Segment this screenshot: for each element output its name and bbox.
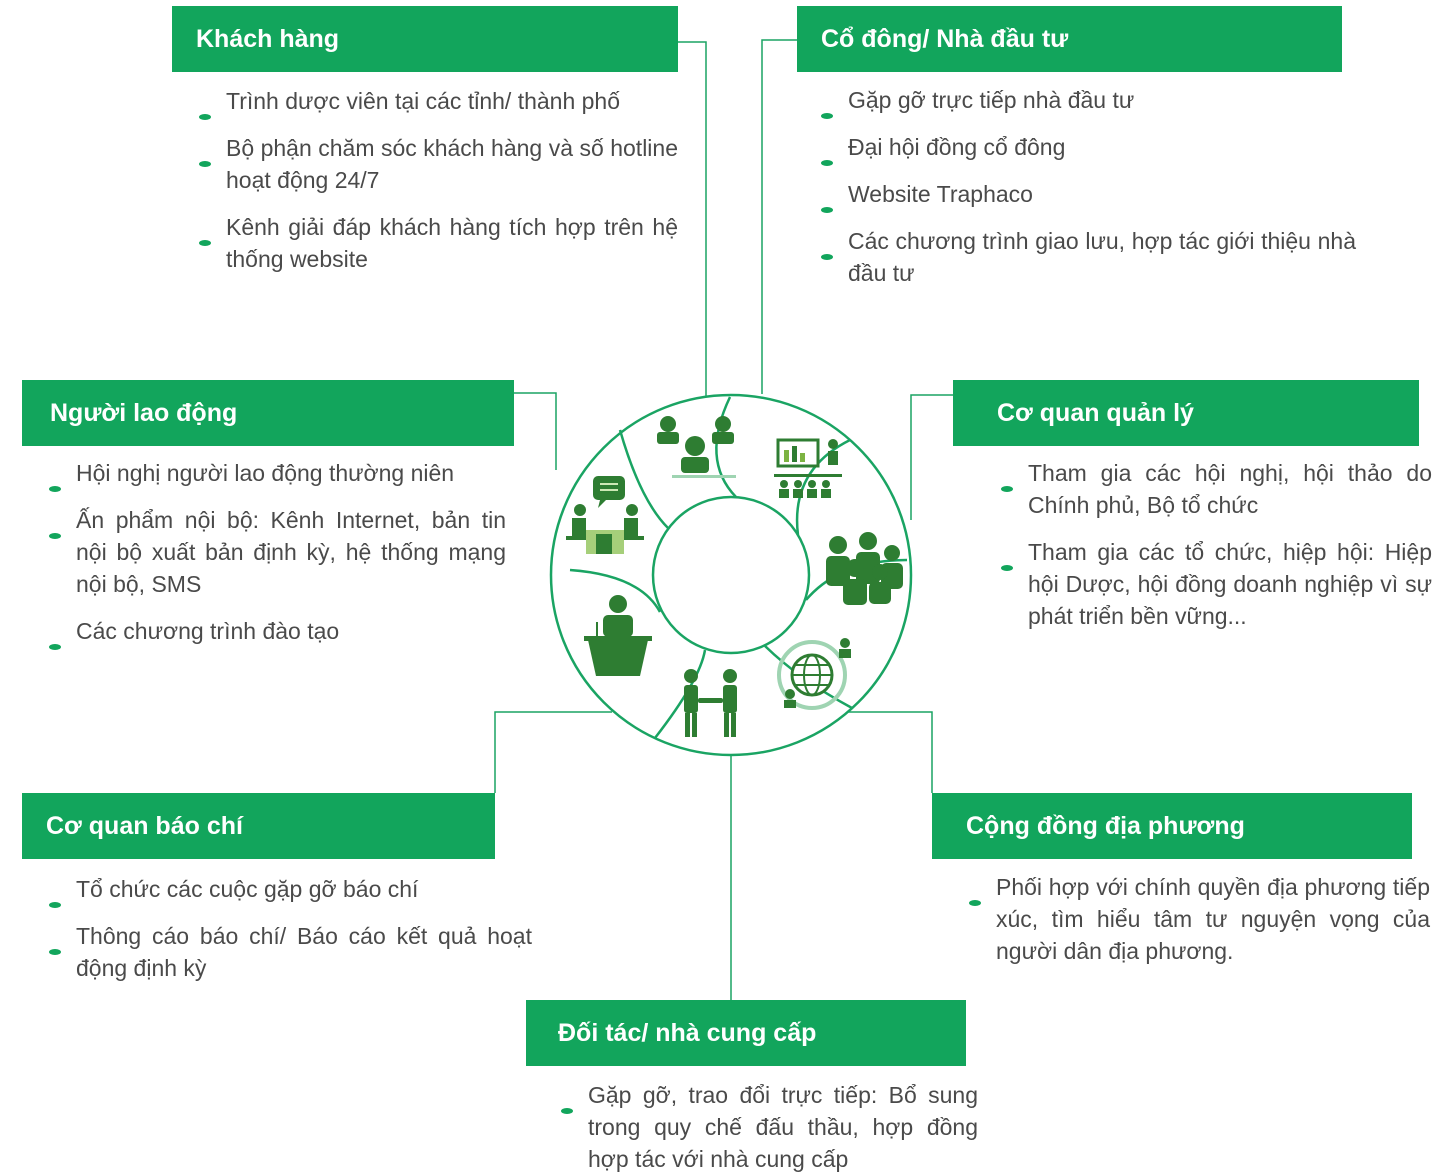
header-press-title: Cơ quan báo chí bbox=[46, 811, 243, 840]
handshake-icon bbox=[684, 669, 737, 737]
list-shareholders: Gặp gỡ trực tiếp nhà đầu tư Đại hội đồng… bbox=[816, 84, 1356, 304]
list-community: Phối hợp với chính quyền địa phương tiếp… bbox=[964, 871, 1430, 982]
meeting-table-icon bbox=[566, 476, 644, 554]
header-community-title: Cộng đồng địa phương bbox=[966, 811, 1245, 840]
header-community: Cộng đồng địa phương bbox=[932, 793, 1412, 859]
hub-inner-circle bbox=[651, 495, 811, 655]
list-regulators: Tham gia các hội nghị, hội thảo do Chính… bbox=[996, 457, 1432, 647]
bullet-icon bbox=[560, 1091, 574, 1114]
bullet-icon bbox=[48, 885, 62, 908]
list-item: Gặp gỡ trực tiếp nhà đầu tư bbox=[816, 84, 1356, 119]
globe-network-icon bbox=[777, 638, 851, 710]
connector-press bbox=[494, 711, 612, 793]
connector-regulators bbox=[910, 394, 953, 520]
list-customers: Trình dược viên tại các tỉnh/ thành phố … bbox=[194, 85, 678, 290]
podium-speaker-icon bbox=[584, 595, 652, 676]
headset-agents-icon bbox=[657, 416, 736, 478]
connector-community bbox=[848, 711, 933, 793]
bullet-icon bbox=[968, 883, 982, 906]
list-item: Ấn phẩm nội bộ: Kênh Internet, bản tin n… bbox=[44, 504, 506, 600]
header-employees: Người lao động bbox=[22, 380, 514, 446]
bullet-icon bbox=[820, 96, 834, 119]
list-press: Tổ chức các cuộc gặp gỡ báo chí Thông cá… bbox=[44, 873, 532, 999]
bullet-icon bbox=[198, 144, 212, 167]
header-shareholders-title: Cổ đông/ Nhà đầu tư bbox=[821, 24, 1069, 53]
header-customers: Khách hàng bbox=[172, 6, 678, 72]
list-item: Tham gia các hội nghị, hội thảo do Chính… bbox=[996, 457, 1432, 521]
header-partners: Đối tác/ nhà cung cấp bbox=[526, 1000, 966, 1066]
list-item: Phối hợp với chính quyền địa phương tiếp… bbox=[964, 871, 1430, 967]
list-item: Các chương trình đào tạo bbox=[44, 615, 506, 650]
bullet-icon bbox=[48, 516, 62, 539]
list-partners: Gặp gỡ, trao đổi trực tiếp: Bổ sung tron… bbox=[556, 1079, 978, 1175]
list-item: Trình dược viên tại các tỉnh/ thành phố bbox=[194, 85, 678, 120]
connector-employees bbox=[514, 392, 557, 470]
list-item: Website Traphaco bbox=[816, 178, 1356, 213]
bullet-icon bbox=[1000, 469, 1014, 492]
bullet-icon bbox=[820, 237, 834, 260]
header-customers-title: Khách hàng bbox=[196, 24, 340, 53]
list-item: Tham gia các tổ chức, hiệp hội: Hiệp hội… bbox=[996, 536, 1432, 632]
bullet-icon bbox=[820, 143, 834, 166]
header-employees-title: Người lao động bbox=[50, 398, 238, 427]
list-item: Gặp gỡ, trao đổi trực tiếp: Bổ sung tron… bbox=[556, 1079, 978, 1175]
bullet-icon bbox=[48, 627, 62, 650]
header-regulators-title: Cơ quan quản lý bbox=[997, 398, 1194, 427]
list-employees: Hội nghị người lao động thường niên Ấn p… bbox=[44, 457, 506, 662]
list-item: Hội nghị người lao động thường niên bbox=[44, 457, 506, 492]
header-partners-title: Đối tác/ nhà cung cấp bbox=[558, 1018, 817, 1047]
bullet-icon bbox=[48, 932, 62, 955]
header-press: Cơ quan báo chí bbox=[22, 793, 495, 859]
bullet-icon bbox=[48, 469, 62, 492]
bullet-icon bbox=[198, 223, 212, 246]
bullet-icon bbox=[1000, 548, 1014, 571]
list-item: Kênh giải đáp khách hàng tích hợp trên h… bbox=[194, 211, 678, 275]
list-item: Các chương trình giao lưu, hợp tác giới … bbox=[816, 225, 1356, 289]
header-shareholders: Cổ đông/ Nhà đầu tư bbox=[797, 6, 1342, 72]
bullet-icon bbox=[820, 190, 834, 213]
list-item: Đại hội đồng cổ đông bbox=[816, 131, 1356, 166]
list-item: Bộ phận chăm sóc khách hàng và số hotlin… bbox=[194, 132, 678, 196]
list-item: Thông cáo báo chí/ Báo cáo kết quả hoạt … bbox=[44, 920, 532, 984]
group-people-icon bbox=[826, 532, 903, 605]
presentation-icon bbox=[774, 438, 842, 498]
connector-shareholders bbox=[761, 39, 797, 394]
bullet-icon bbox=[198, 97, 212, 120]
list-item: Tổ chức các cuộc gặp gỡ báo chí bbox=[44, 873, 532, 908]
header-regulators: Cơ quan quản lý bbox=[953, 380, 1419, 446]
connector-customers bbox=[678, 41, 707, 398]
